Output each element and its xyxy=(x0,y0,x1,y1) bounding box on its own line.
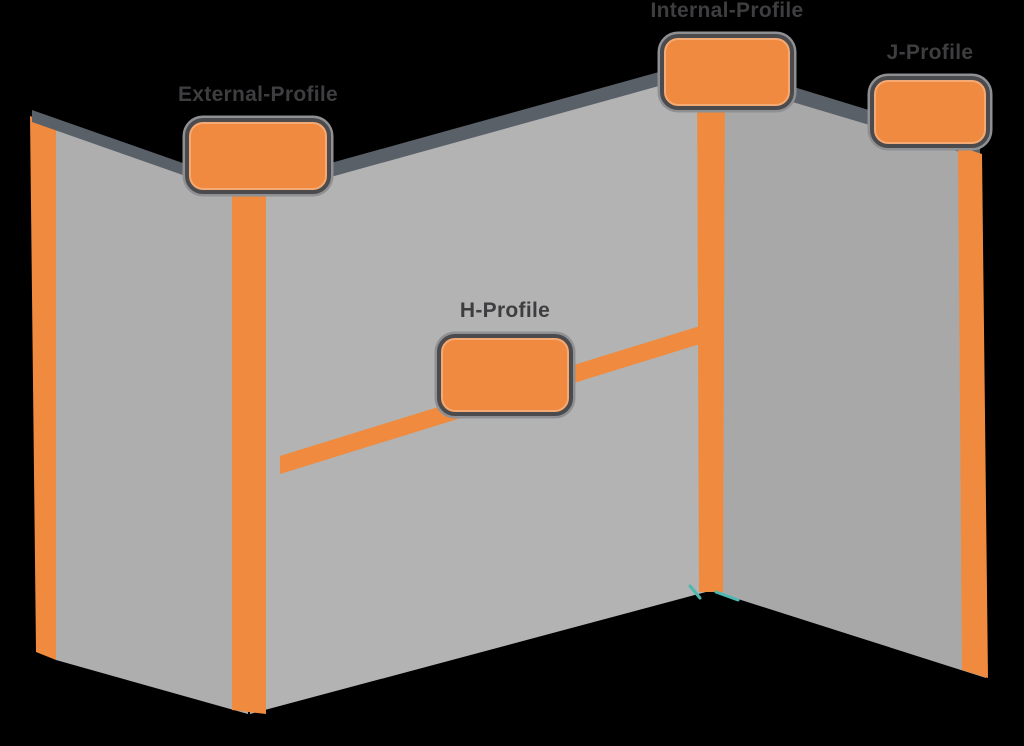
marker-internal-profile: Internal-Profile xyxy=(642,0,812,110)
j-profile-button[interactable] xyxy=(870,76,990,148)
right-wall-panel xyxy=(716,72,986,678)
j-profile-label: J-Profile xyxy=(886,41,974,64)
marker-j-profile: J-Profile xyxy=(860,42,1000,148)
internal-profile-label: Internal-Profile xyxy=(650,0,804,22)
j-edge-profile xyxy=(958,146,988,678)
external-profile-button[interactable] xyxy=(185,118,331,194)
base-joint-mark xyxy=(688,584,740,602)
external-profile-label: External-Profile xyxy=(177,83,338,106)
internal-profile-button[interactable] xyxy=(660,34,794,110)
internal-corner-post xyxy=(697,60,725,592)
external-corner-post xyxy=(232,186,266,714)
marker-h-profile: H-Profile xyxy=(430,300,580,416)
marker-external-profile: External-Profile xyxy=(168,84,348,194)
h-profile-button[interactable] xyxy=(437,334,573,416)
middle-wall-top-cap xyxy=(248,60,702,200)
left-wall-panel xyxy=(34,120,248,714)
left-edge-profile xyxy=(30,116,56,660)
h-profile-label: H-Profile xyxy=(459,299,551,322)
